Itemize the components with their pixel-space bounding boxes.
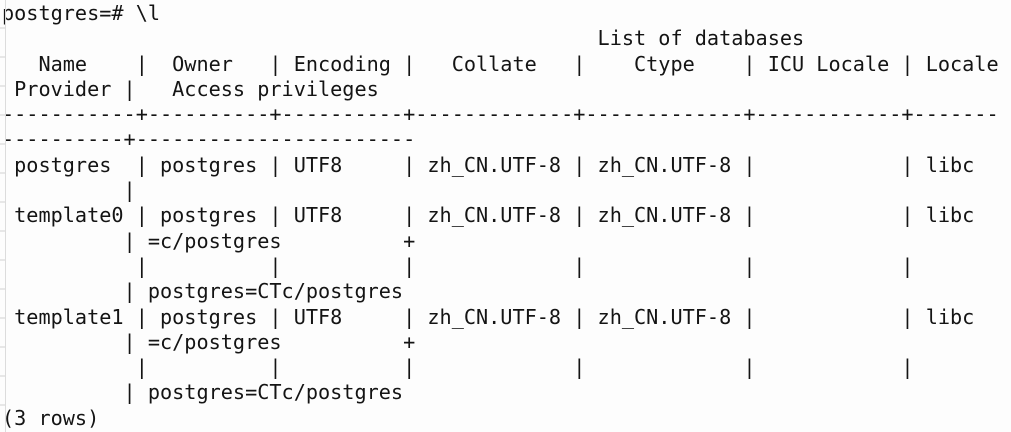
left-scrollbar-gutter[interactable]	[0, 0, 6, 432]
